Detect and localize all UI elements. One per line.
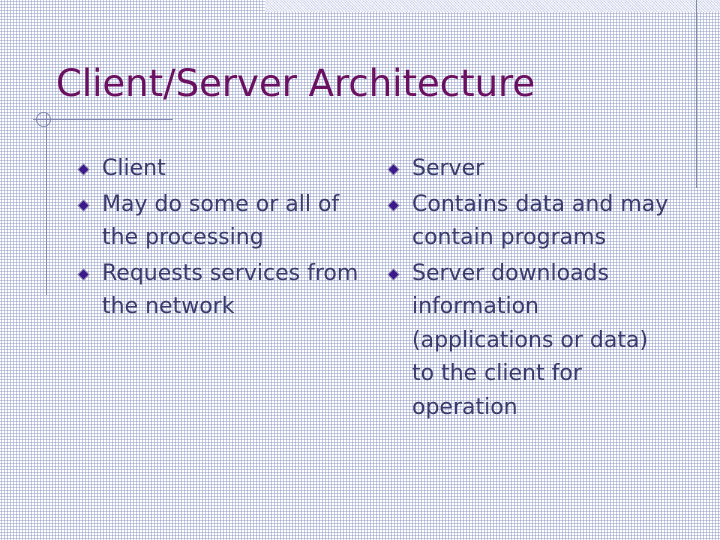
list-item-label: Server downloads information (applicatio… <box>412 260 649 420</box>
diamond-bullet-icon <box>387 163 400 176</box>
diamond-bullet-icon <box>387 267 400 281</box>
list-item-label: Client <box>102 156 166 181</box>
list-item: May do some or all of the processing <box>76 188 366 255</box>
list-item-label: Requests services from the network <box>102 260 359 320</box>
list-item-label: Contains data and may contain programs <box>412 191 669 251</box>
list-item-label: May do some or all of the processing <box>102 191 340 251</box>
slide-title: Client/Server Architecture <box>56 62 536 105</box>
diamond-bullet-icon <box>77 198 90 212</box>
top-banner-decoration <box>265 0 720 12</box>
content-column-left: Client May do some or all of the process… <box>76 152 366 326</box>
accent-vertical-rule <box>46 113 47 295</box>
diamond-bullet-icon <box>77 163 90 176</box>
diamond-bullet-icon <box>387 198 400 212</box>
right-vertical-rule <box>696 0 697 188</box>
list-item-label: Server <box>412 156 485 181</box>
list-item: Client <box>76 152 366 186</box>
accent-horizontal-rule <box>33 119 173 120</box>
list-item: Server downloads information (applicatio… <box>386 257 676 425</box>
diamond-bullet-icon <box>77 267 90 281</box>
list-item: Contains data and may contain programs <box>386 188 676 255</box>
list-item: Requests services from the network <box>76 257 366 324</box>
list-item: Server <box>386 152 676 186</box>
accent-circle-icon <box>36 112 51 127</box>
content-column-right: Server Contains data and may contain pro… <box>386 152 676 426</box>
